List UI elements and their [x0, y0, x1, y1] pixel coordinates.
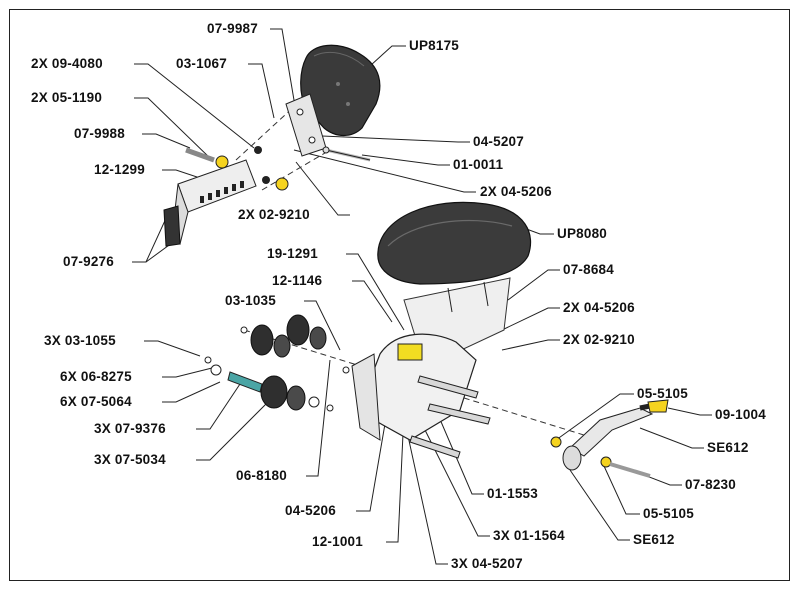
label-19-1291: [397, 343, 423, 361]
leader-04-5206: [356, 417, 387, 512]
label-2x-04-5206-b: 2X 04-5206: [563, 300, 635, 315]
label-07-9987: 07-9987: [207, 21, 258, 36]
label-03-1035: 03-1035: [225, 293, 276, 308]
label-05-5105-b: 05-5105: [643, 506, 694, 521]
label-2x-02-9210-a: 2X 02-9210: [238, 207, 310, 222]
leader-07-9987: [270, 28, 297, 113]
roller: [260, 375, 306, 411]
label-2x-04-5206-a: 2X 04-5206: [480, 184, 552, 199]
label-12-1146: 12-1146: [272, 273, 323, 288]
leader-se612-a: [639, 427, 704, 449]
label-2x-09-4080: 2X 09-4080: [31, 56, 103, 71]
label-06-8180: 06-8180: [236, 468, 287, 483]
leader-01-0011: [361, 154, 450, 166]
seat-pad-up8080: [377, 201, 532, 285]
label-3x-04-5207: 3X 04-5207: [451, 556, 523, 571]
leader-2x-04-5206-b: [501, 307, 560, 331]
rod-07-9376: [227, 371, 263, 393]
bolt-01-0011: [322, 146, 371, 162]
label-01-1553: 01-1553: [487, 486, 538, 501]
post-12-1299: [163, 159, 257, 247]
label-3x-07-5034: 3X 07-5034: [94, 452, 166, 467]
label-2x-05-1190: 2X 05-1190: [31, 90, 103, 105]
label-04-5206: 04-5206: [285, 503, 336, 518]
label-3x-03-1055: 3X 03-1055: [44, 333, 116, 348]
roller: [250, 324, 291, 358]
label-up8175: UP8175: [409, 38, 459, 53]
leader-12-1146: [352, 280, 393, 323]
leader-se612-b: [569, 469, 630, 541]
leader-07-9988: [142, 133, 191, 149]
label-3x-07-9376: 3X 07-9376: [94, 421, 166, 436]
label-05-5105-a: 05-5105: [637, 386, 688, 401]
leader-6x-07-5064: [162, 381, 221, 403]
leader-6x-06-8275: [162, 367, 213, 378]
label-03-1067: 03-1067: [176, 56, 227, 71]
leader-3x-04-5207: [407, 435, 448, 565]
leader-3x-07-5034: [196, 395, 275, 461]
leader-01-1553: [429, 395, 484, 495]
bracket-plate-07-9987: [285, 93, 327, 157]
label-07-8684: 07-8684: [563, 262, 614, 277]
label-01-0011: 01-0011: [453, 157, 504, 172]
leader-09-1004: [667, 407, 712, 416]
label-12-1001: 12-1001: [312, 534, 363, 549]
back-pad-up8175: [300, 44, 381, 137]
handle-se612: [550, 399, 669, 478]
long-bolts: [409, 375, 491, 459]
leader-05-5105-b: [603, 465, 640, 515]
label-07-9988: 07-9988: [74, 126, 125, 141]
label-07-8230: 07-8230: [685, 477, 736, 492]
leader-07-9276-a: [132, 213, 169, 263]
leader-2x-04-5206-a: [293, 149, 476, 193]
diagram-frame: [9, 9, 790, 581]
leader-03-1067: [248, 63, 275, 119]
label-3x-01-1564: 3X 01-1564: [493, 528, 565, 543]
leader-3x-03-1055: [144, 340, 201, 357]
leader-2x-02-9210-b: [501, 339, 560, 351]
nut-07-9988: [185, 147, 229, 169]
leader-12-1001: [386, 411, 405, 543]
leader-2x-09-4080: [134, 63, 255, 149]
leader-03-1035: [304, 300, 341, 351]
roller: [286, 314, 327, 350]
label-6x-06-8275: 6X 06-8275: [60, 369, 132, 384]
label-2x-02-9210-b: 2X 02-9210: [563, 332, 635, 347]
label-07-9276: 07-9276: [63, 254, 114, 269]
label-se612-b: SE612: [633, 532, 675, 547]
rollers-07-5034: [250, 314, 327, 411]
leader-19-1291: [346, 253, 405, 331]
label-12-1299: 12-1299: [94, 162, 145, 177]
label-04-5207: 04-5207: [473, 134, 524, 149]
leader-3x-01-1564: [419, 419, 490, 537]
washers: [204, 326, 350, 412]
axis-back-upper-2: [261, 149, 331, 191]
leader-2x-05-1190: [134, 97, 213, 161]
leader-05-5105-a: [555, 393, 634, 441]
nut-03-1067: [254, 146, 289, 191]
label-6x-07-5064: 6X 07-5064: [60, 394, 132, 409]
leader-3x-07-9376: [196, 383, 241, 430]
axis-lower: [243, 329, 601, 441]
label-up8080: UP8080: [557, 226, 607, 241]
label-19-1291: 19-1291: [267, 246, 318, 261]
label-se612-a: SE612: [707, 440, 749, 455]
leader-2x-02-9210-a: [295, 161, 350, 216]
leader-06-8180: [306, 359, 331, 477]
leader-04-5207: [321, 135, 470, 143]
label-09-1004: 09-1004: [715, 407, 766, 422]
leader-07-8684: [507, 269, 560, 301]
